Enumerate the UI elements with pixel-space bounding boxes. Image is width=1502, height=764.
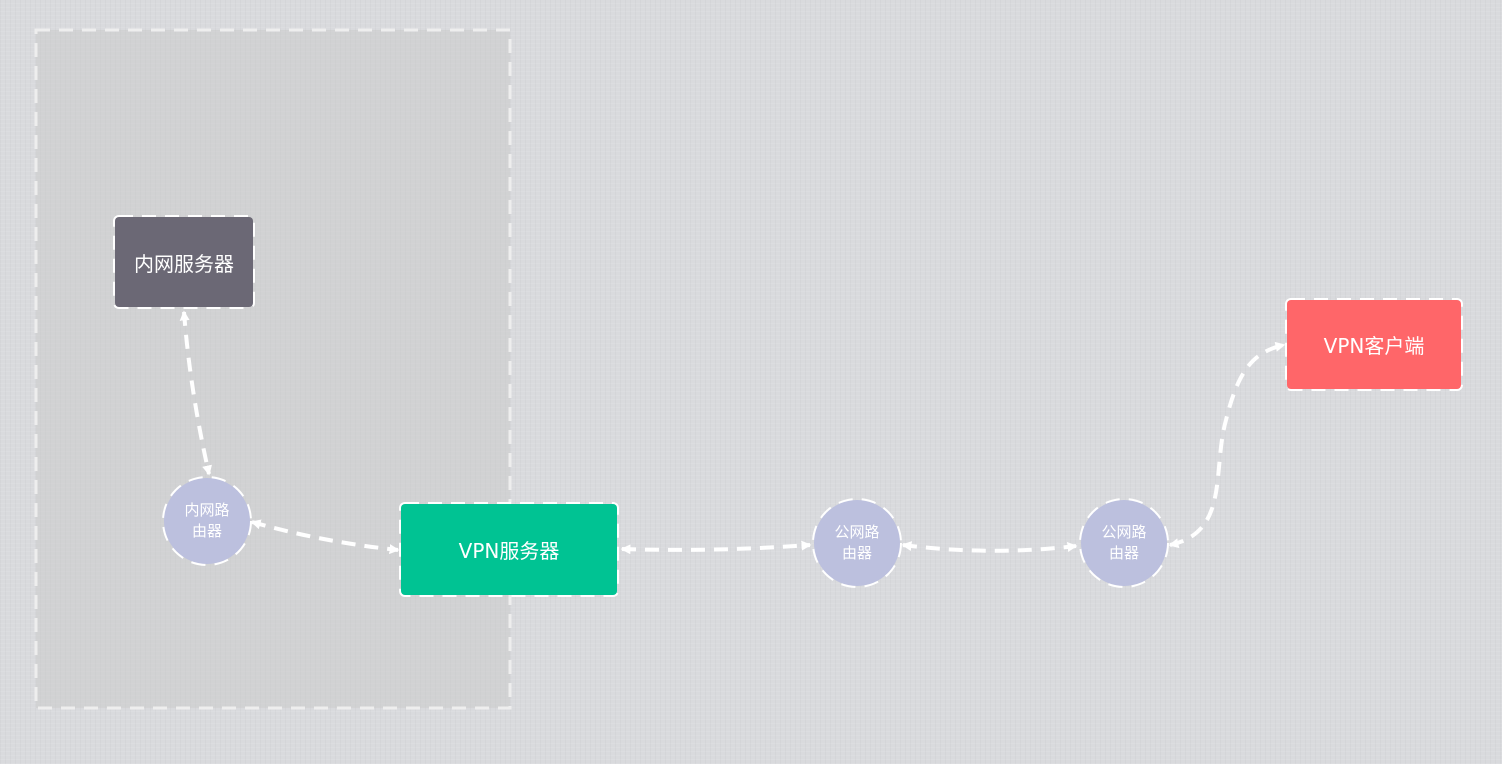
edge-vpn-server-to-public-router-1 <box>620 540 812 555</box>
public-router-2-node[interactable]: 公网路由器 <box>1081 500 1167 586</box>
public-router-1-label: 公网路由器 <box>834 523 880 562</box>
node-outlines <box>113 215 1463 597</box>
vpn-server-label: VPN服务器 <box>458 539 560 563</box>
vpn-client-node[interactable]: VPN客户端 <box>1287 300 1461 389</box>
intranet-zone-border <box>34 28 512 710</box>
edge-intranet-server-to-intranet-router <box>179 310 213 476</box>
public-router-2-outline <box>1079 498 1169 588</box>
intranet-server-label: 内网服务器 <box>134 251 234 276</box>
edge-public-router-1-to-public-router-2 <box>901 541 1078 553</box>
edge-public-router-2-to-vpn-client <box>1168 341 1286 549</box>
public-router-1-outline <box>812 498 902 588</box>
vpn-client-label: VPN客户端 <box>1323 334 1425 358</box>
intranet-router-node[interactable]: 内网路由器 <box>164 478 250 564</box>
public-router-2-label: 公网路由器 <box>1101 523 1147 562</box>
edges <box>179 310 1286 555</box>
intranet-router-outline <box>162 476 252 566</box>
edge-intranet-router-to-vpn-server <box>250 519 400 555</box>
public-router-1-node[interactable]: 公网路由器 <box>814 500 900 586</box>
intranet-server-node[interactable]: 内网服务器 <box>115 217 253 307</box>
vpn-server-node[interactable]: VPN服务器 <box>401 504 617 595</box>
intranet-router-label: 内网路由器 <box>184 501 230 540</box>
